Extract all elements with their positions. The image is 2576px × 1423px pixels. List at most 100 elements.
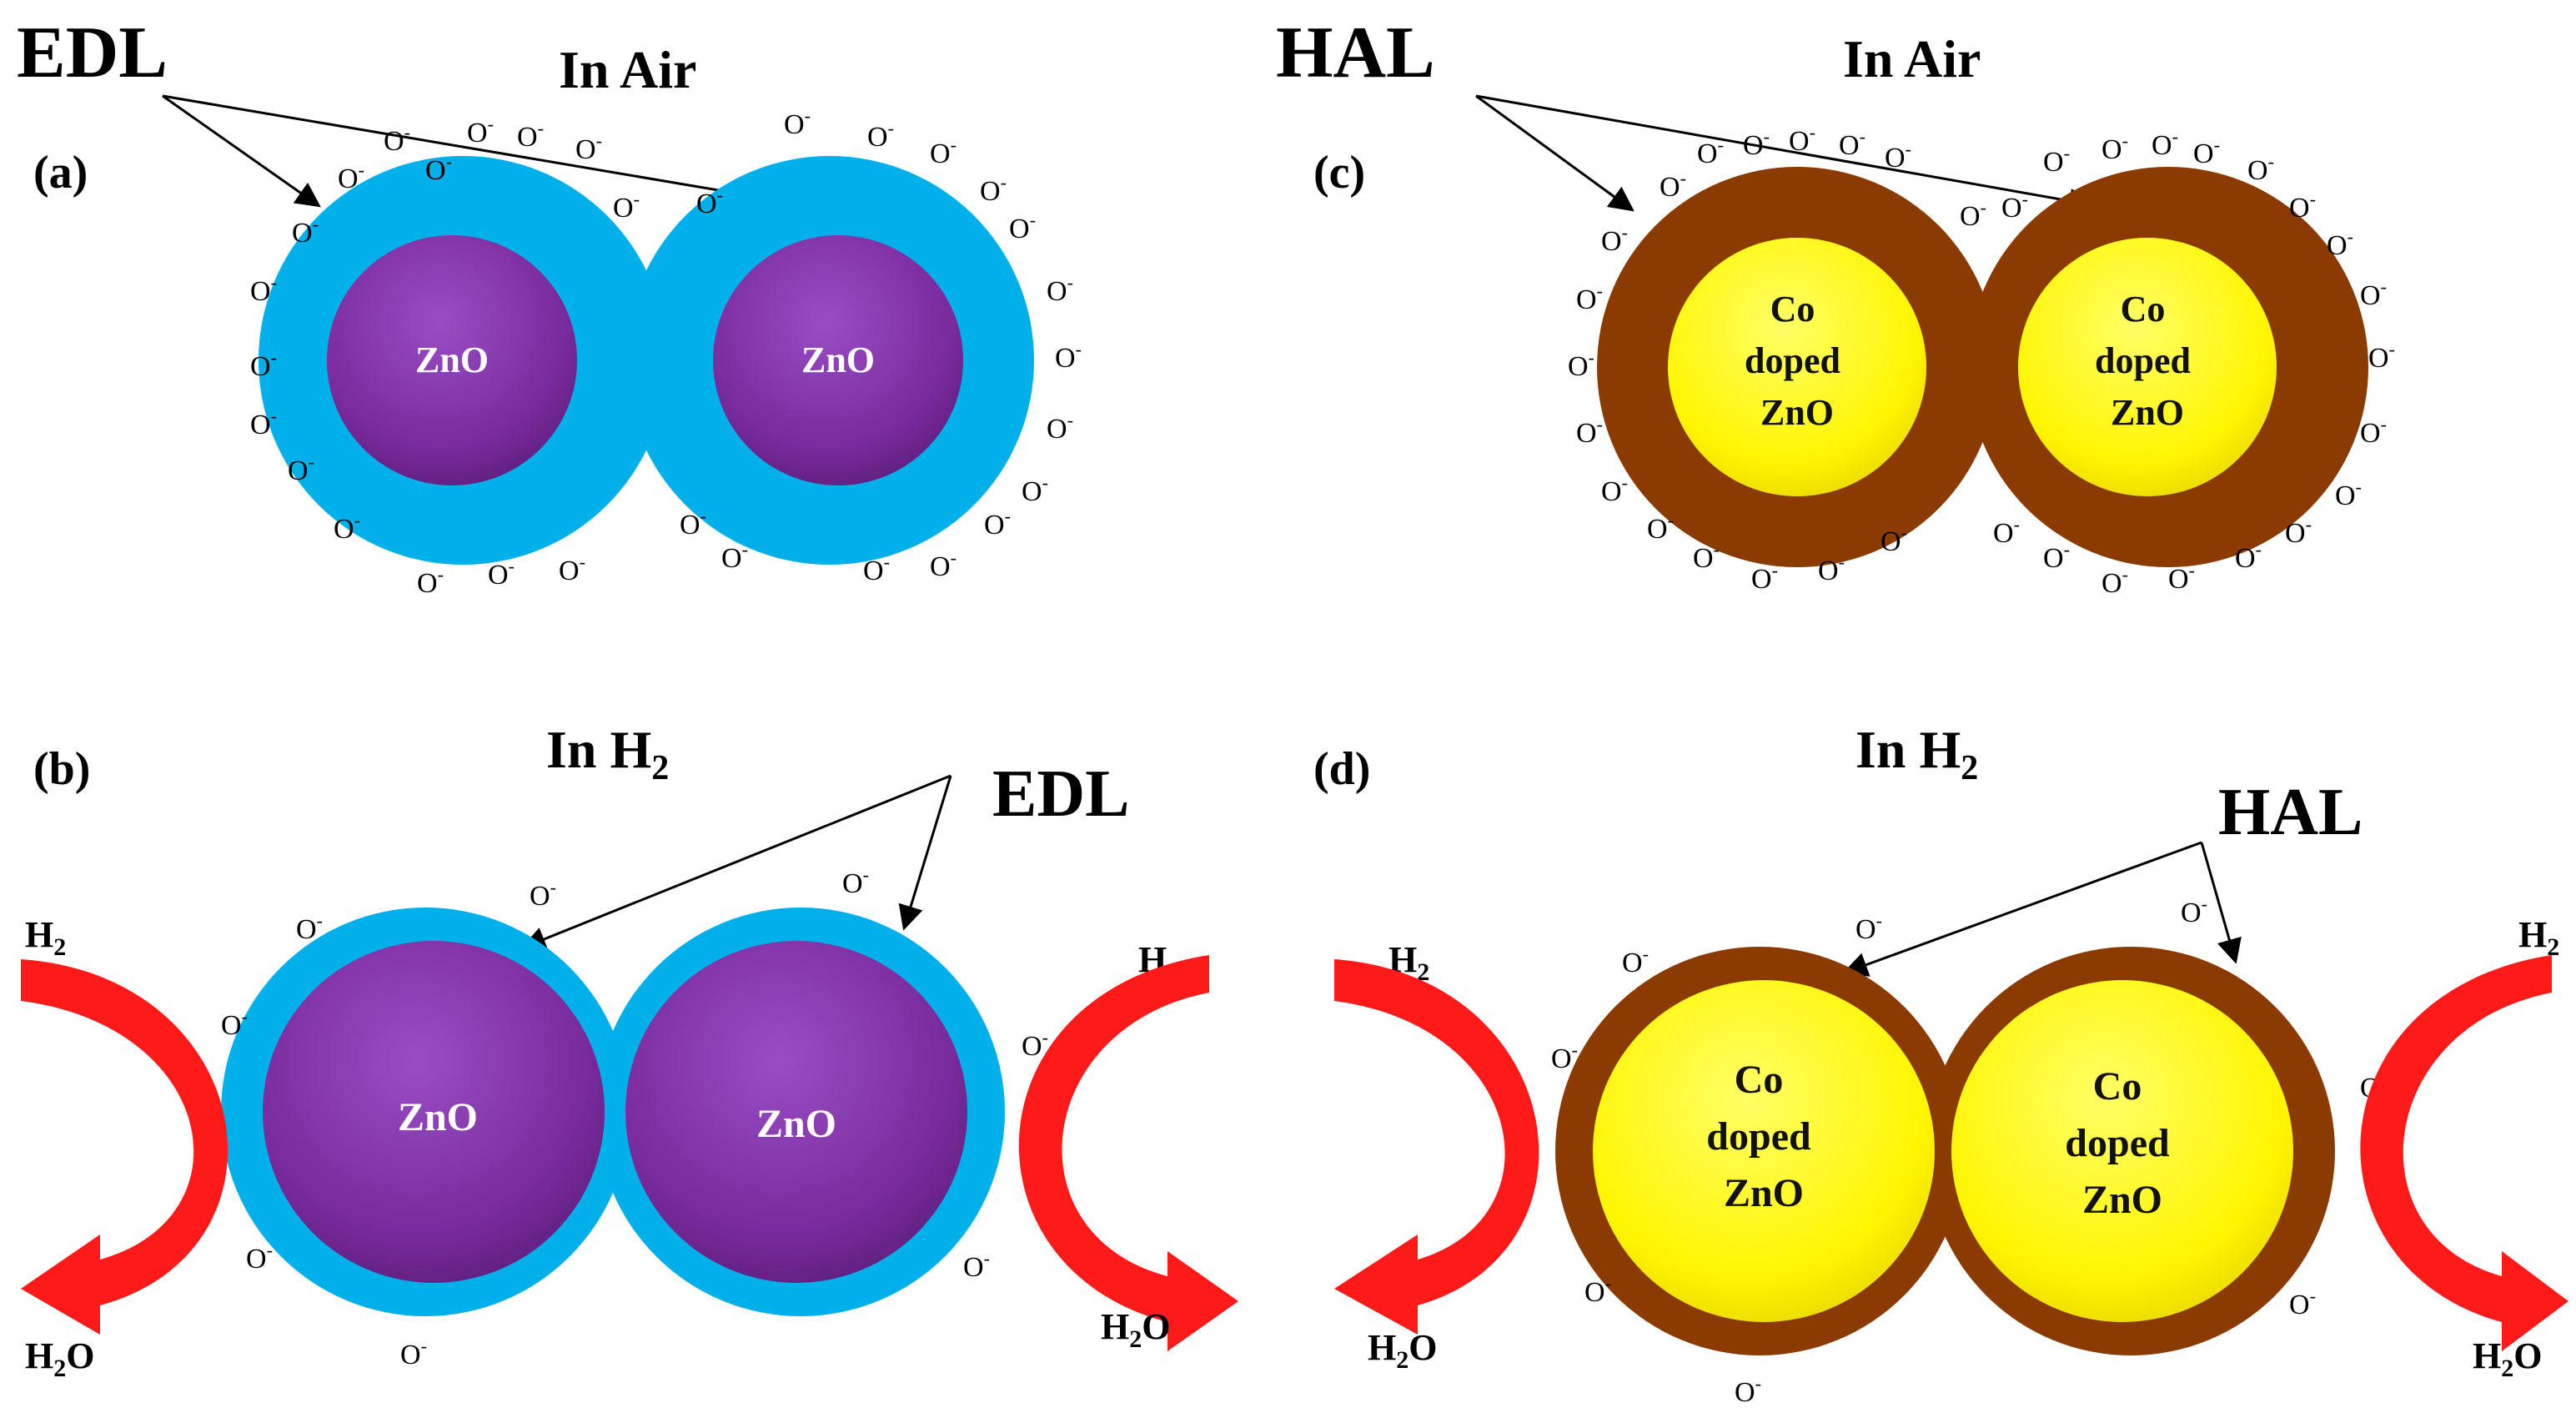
oxygen-ion-symbol: O [2181, 898, 2202, 928]
panel-c-hal-label: HAL [1276, 13, 1435, 93]
oxygen-ion-charge: - [313, 214, 319, 234]
panel-a-label: (a) [33, 147, 88, 199]
oxygen-ion: O- [250, 405, 277, 440]
oxygen-ion-symbol: O [338, 163, 359, 194]
panel-c-core-label-left: Co doped ZnO [1745, 289, 1850, 433]
panel-d-title-sub: 2 [1961, 749, 1978, 787]
oxygen-ion-symbol: O [417, 568, 438, 599]
panel-d-hal-arrow-2 [2200, 842, 2242, 964]
oxygen-ion-charge: - [488, 113, 494, 134]
oxygen-ion-symbol: O [1839, 130, 1860, 161]
oxygen-ion-symbol: O [2043, 147, 2064, 178]
oxygen-ion: O- [1697, 134, 1724, 169]
oxygen-ion-symbol: O [246, 1244, 267, 1275]
oxygen-ion: O- [1009, 209, 1036, 244]
oxygen-ion-charge: - [742, 539, 748, 560]
oxygen-ion: O- [984, 505, 1011, 541]
panel-b-gas-in: H2 [25, 914, 66, 961]
oxygen-ion-symbol: O [250, 276, 271, 307]
panel-d-co-core-right [1951, 980, 2293, 1322]
oxygen-ion: O- [2168, 560, 2195, 595]
oxygen-ion-charge: - [2389, 339, 2395, 360]
oxygen-ion: O- [1055, 339, 1082, 374]
oxygen-ion-charge: - [550, 877, 556, 898]
oxygen-ion: O- [575, 130, 602, 165]
oxygen-ion-symbol: O [2289, 193, 2310, 224]
panel-d-title-main: In H [1855, 720, 1961, 779]
panel-c-hal-arrow-1 [1475, 94, 1634, 212]
panel-d-core-line-3-left: ZnO [1724, 1171, 1804, 1215]
oxygen-ion-symbol: O [1009, 214, 1030, 244]
oxygen-ion-symbol: O [488, 560, 509, 591]
oxygen-ion-symbol: O [221, 1010, 242, 1041]
oxygen-ion-charge: - [1860, 126, 1865, 147]
oxygen-ion-symbol: O [963, 1252, 984, 1283]
panel-d: (d) In H2 HAL Co doped ZnO Co doped ZnO … [1313, 720, 2568, 1408]
oxygen-ion-charge: - [2189, 560, 2195, 581]
oxygen-ion-charge: - [2122, 130, 2128, 151]
oxygen-ion-charge: - [438, 564, 444, 585]
oxygen-ion-symbol: O [680, 510, 700, 541]
oxygen-ion-charge: - [1680, 168, 1686, 189]
oxygen-ion-symbol: O [288, 455, 309, 486]
panel-d-co-core-left [1593, 980, 1935, 1322]
panel-d-core-label-right: Co doped ZnO [2065, 1064, 2179, 1222]
oxygen-ion-charge: - [446, 151, 452, 172]
oxygen-ion-charge: - [1572, 1039, 1578, 1060]
panel-c-core-line-3-right: ZnO [2111, 392, 2184, 433]
panel-b-gas-out-left-main: H [25, 1335, 53, 1376]
oxygen-ion-symbol: O [1993, 518, 2014, 549]
oxygen-ion: O- [1818, 551, 1845, 586]
oxygen-ion-symbol: O [1960, 201, 1981, 232]
oxygen-ion-symbol: O [1751, 564, 1772, 595]
oxygen-ion-symbol: O [2101, 568, 2122, 599]
oxygen-ion-symbol: O [1743, 130, 1764, 161]
oxygen-ion-charge: - [1906, 138, 1911, 159]
oxygen-ion-symbol: O [1735, 1377, 1755, 1408]
oxygen-ion: O- [2327, 226, 2353, 261]
oxygen-ion-symbol: O [530, 881, 550, 912]
panel-c-core-label-right: Co doped ZnO [2095, 289, 2200, 433]
oxygen-ion-symbol: O [1697, 138, 1718, 169]
oxygen-ion-symbol: O [1576, 284, 1597, 315]
oxygen-ion: O- [221, 1006, 248, 1041]
panel-d-core-label-left: Co doped ZnO [1706, 1058, 1820, 1215]
panel-a-edl-label: EDL [17, 13, 168, 93]
oxygen-ion-charge: - [2310, 189, 2316, 209]
panel-c-core-line-3-left: ZnO [1760, 392, 1834, 433]
oxygen-ion: O- [2181, 893, 2207, 928]
oxygen-ion-symbol: O [2335, 480, 2356, 511]
oxygen-ion-charge: - [1876, 910, 1882, 931]
oxygen-ion: O- [2335, 476, 2362, 511]
oxygen-ion-charge: - [1981, 197, 1986, 218]
oxygen-ion: O- [296, 910, 323, 945]
panel-c-co-core-left [1668, 238, 1926, 496]
panel-d-right-red-arrow [2360, 955, 2568, 1351]
oxygen-ion-charge: - [596, 130, 602, 151]
oxygen-ion: O- [1022, 472, 1048, 507]
oxygen-ion: O- [1022, 1027, 1048, 1062]
oxygen-ion-charge: - [309, 451, 314, 472]
panel-c-title: In Air [1843, 29, 1981, 88]
oxygen-ion: O- [930, 134, 957, 169]
oxygen-ion-symbol: O [2289, 1290, 2310, 1320]
panel-d-gas-in-sub: 2 [1417, 958, 1429, 986]
oxygen-ion: O- [288, 451, 314, 486]
oxygen-ion-charge: - [354, 510, 360, 530]
oxygen-ion-symbol: O [2360, 418, 2381, 449]
oxygen-ion-symbol: O [980, 176, 1001, 207]
oxygen-ion-symbol: O [2327, 230, 2348, 261]
oxygen-ion-charge: - [634, 189, 640, 209]
oxygen-ion: O- [1576, 280, 1603, 315]
panel-b-oxygen-ions: O-O-O-O-O-O-O-O- [221, 864, 1048, 1370]
oxygen-ion: O- [2193, 134, 2220, 169]
oxygen-ion-symbol: O [1047, 276, 1067, 307]
panel-a-zno-core-left [327, 235, 577, 485]
panel-d-hal-label: HAL [2218, 776, 2363, 849]
oxygen-ion-symbol: O [930, 138, 951, 169]
oxygen-ion: O- [2001, 189, 2028, 224]
panel-c-core-line-2-left: doped [1745, 340, 1840, 381]
oxygen-ion-charge: - [271, 405, 277, 426]
oxygen-ion-charge: - [1001, 172, 1007, 193]
oxygen-ion-symbol: O [250, 410, 271, 440]
